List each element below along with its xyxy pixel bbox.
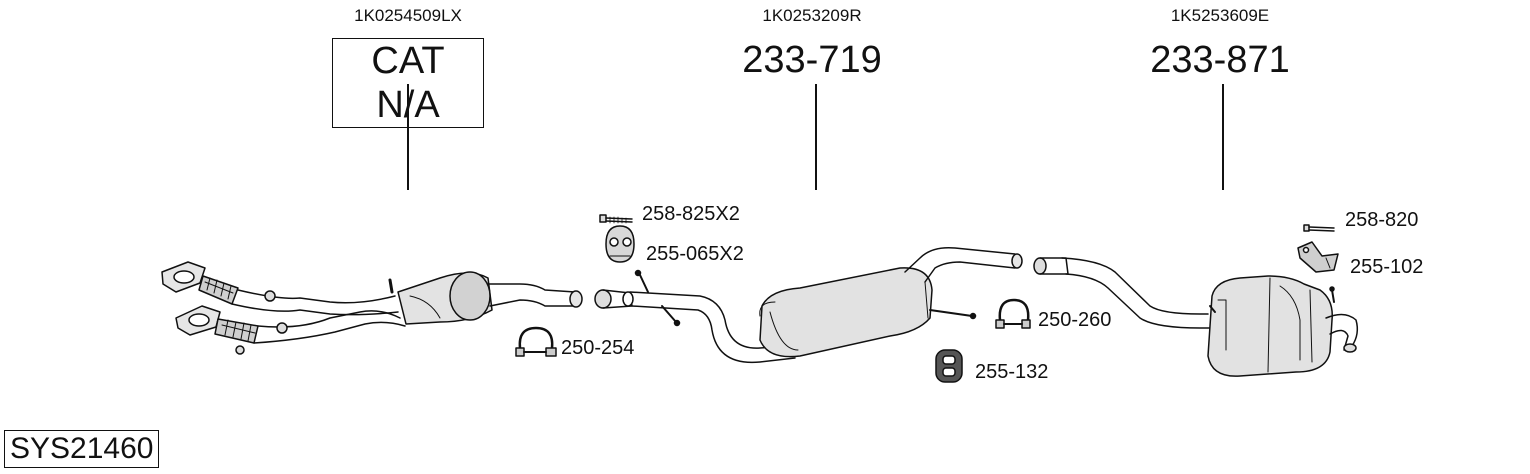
system-id-box: SYS21460 <box>4 430 160 468</box>
rear-silencer[interactable] <box>1033 257 1359 377</box>
middle-silencer[interactable] <box>594 246 1023 364</box>
label-bracket-rear[interactable]: 255-102 <box>1350 256 1424 278</box>
label-clamp-mid[interactable]: 250-260 <box>1038 309 1112 331</box>
rubber-hanger-icon[interactable] <box>605 225 635 263</box>
part-number-rear[interactable]: 233-871 <box>1150 39 1290 81</box>
front-pipe-catalyst[interactable] <box>161 261 583 355</box>
oem-number-rear: 1K5253609E <box>1170 6 1270 25</box>
pipe-clamp-icon[interactable] <box>515 326 557 357</box>
leader-line-cat <box>407 84 409 190</box>
part-number-middle[interactable]: 233-719 <box>742 39 882 81</box>
part-number-cat[interactable]: CAT N/A <box>332 38 484 128</box>
rubber-hanger-icon[interactable] <box>935 349 963 383</box>
leader-line-rear <box>1222 84 1224 190</box>
label-hanger-mid[interactable]: 255-132 <box>975 361 1049 383</box>
bolt-icon[interactable] <box>599 214 633 224</box>
bolt-icon[interactable] <box>1303 224 1335 232</box>
bracket-icon[interactable] <box>1297 241 1339 273</box>
leader-line-middle <box>815 84 817 190</box>
label-bolt-front[interactable]: 258-825X2 <box>642 203 740 225</box>
oem-number-middle: 1K0253209R <box>762 6 862 25</box>
label-clamp-front[interactable]: 250-254 <box>561 337 635 359</box>
oem-number-cat: 1K0254509LX <box>354 6 462 25</box>
pipe-clamp-icon[interactable] <box>995 298 1031 329</box>
label-bolt-rear[interactable]: 258-820 <box>1345 209 1419 231</box>
label-hanger-front[interactable]: 255-065X2 <box>646 243 744 265</box>
